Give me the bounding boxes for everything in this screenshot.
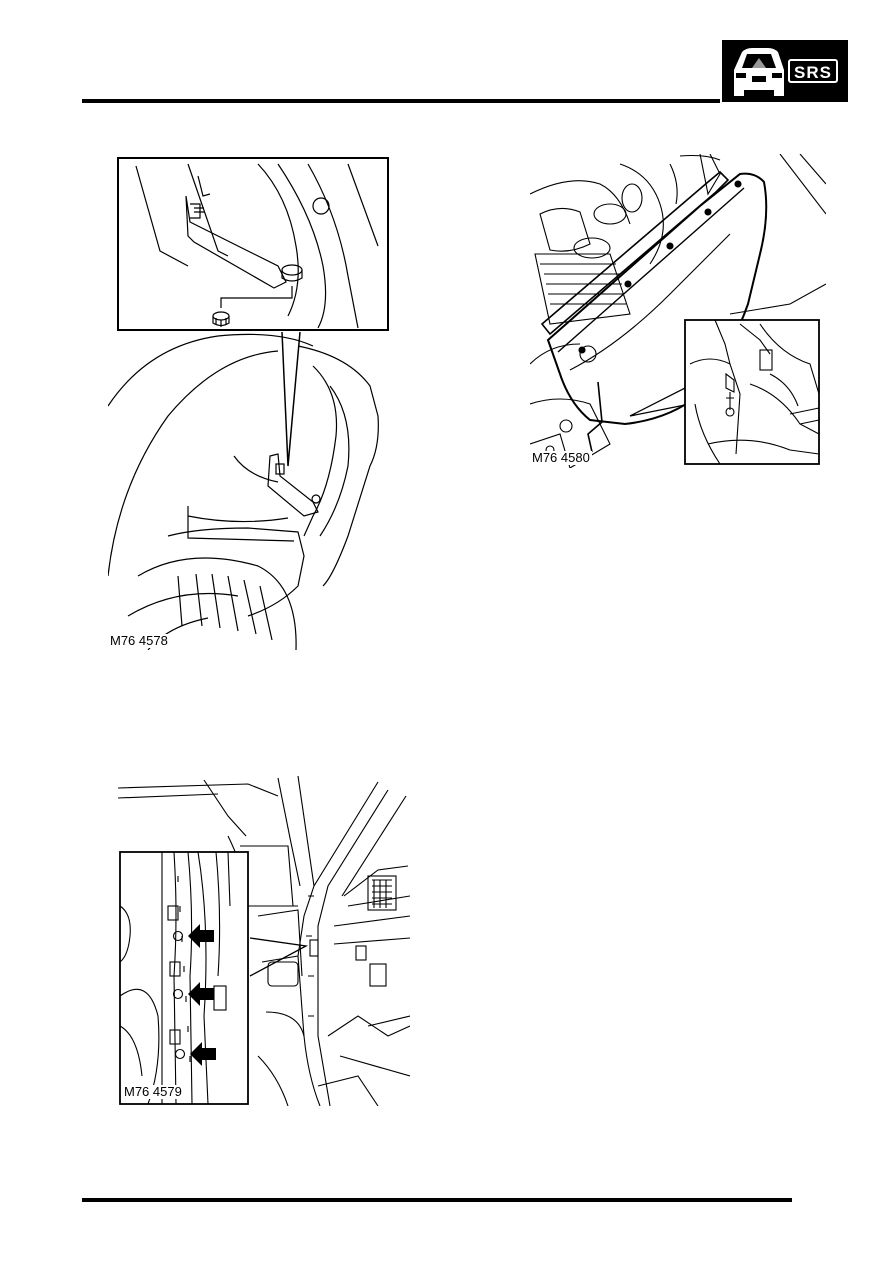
- figure-label: M76 4580: [530, 450, 592, 465]
- car-front-icon: [734, 48, 784, 96]
- arrow-icon: [188, 924, 214, 948]
- figure-wheel-arch-bracket: M76 4578: [108, 156, 398, 650]
- figure-front-wing: M76 4580: [530, 154, 826, 468]
- header-rule: [82, 99, 720, 103]
- arrow-icon: [190, 1042, 216, 1066]
- figure-label: M76 4579: [122, 1084, 184, 1099]
- arrow-icon: [188, 982, 214, 1006]
- srs-badge: SRS: [722, 40, 848, 102]
- figure-label: M76 4578: [108, 633, 170, 648]
- srs-label: SRS: [788, 59, 838, 83]
- footer-rule: [82, 1198, 792, 1202]
- figure-door-pillar: M76 4579: [118, 776, 410, 1106]
